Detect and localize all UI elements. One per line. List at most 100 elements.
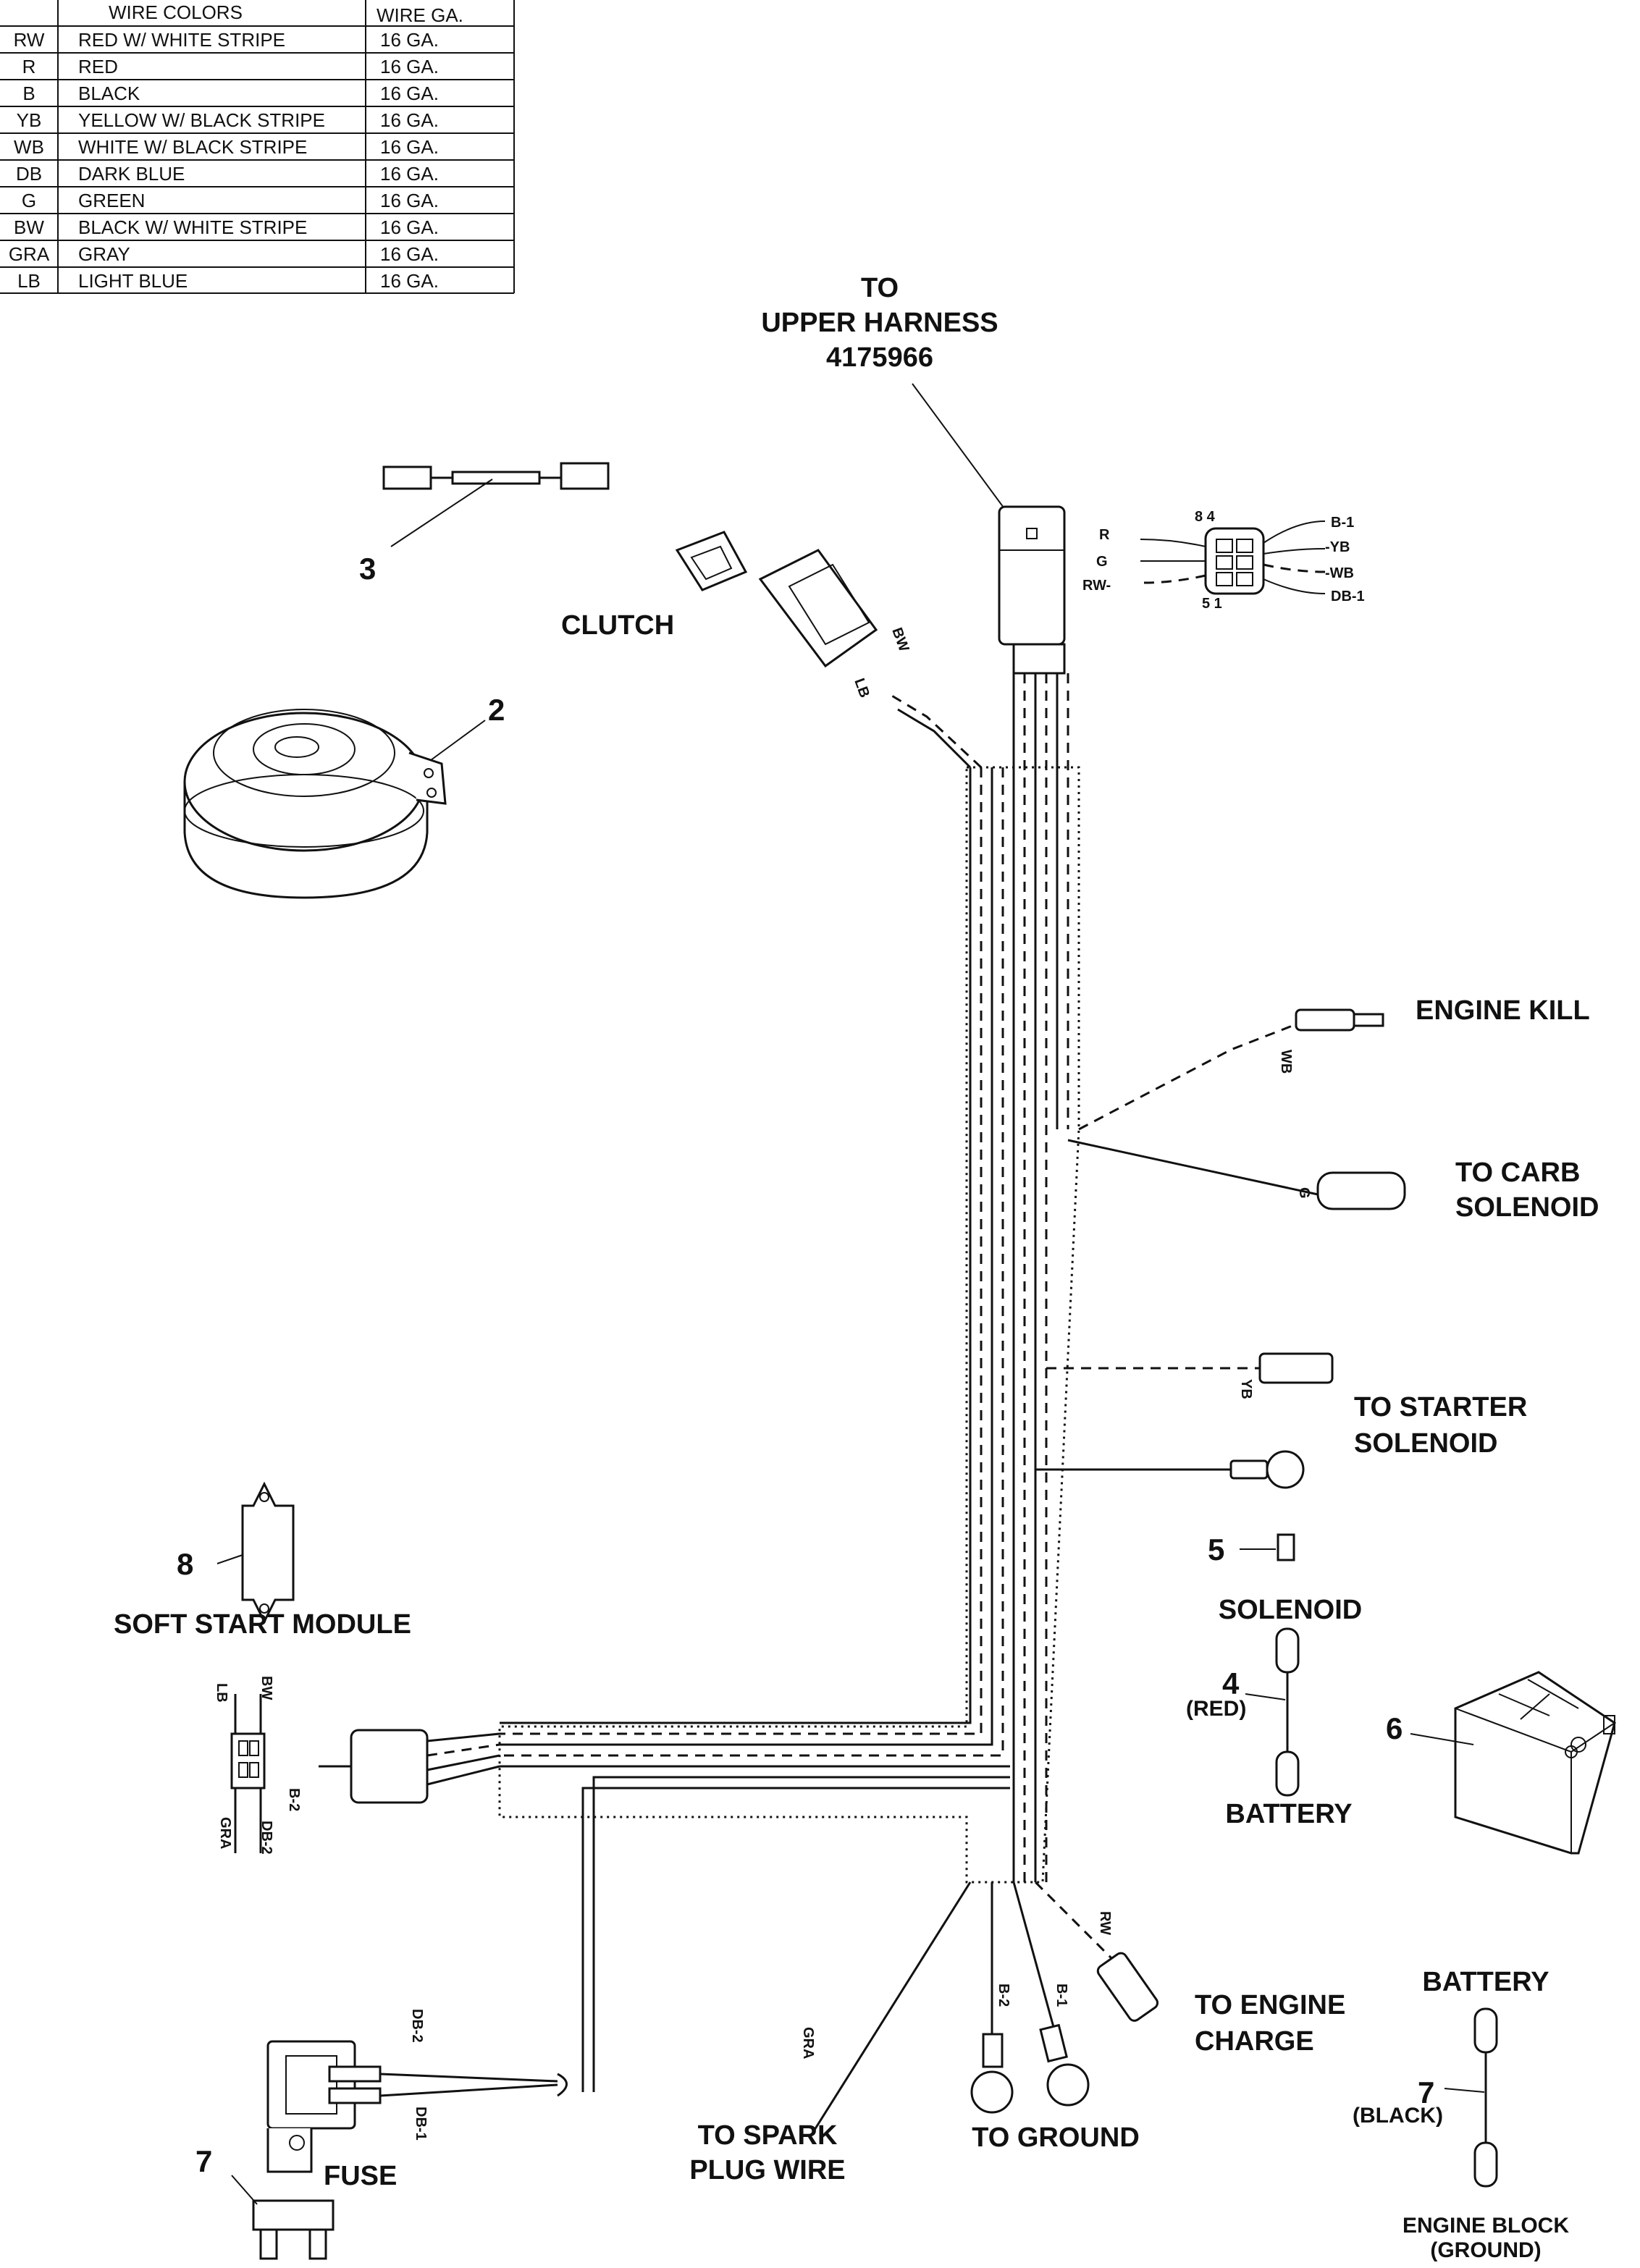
table-cell-code: GRA: [9, 243, 50, 265]
engine-charge-label-2: CHARGE: [1195, 2026, 1314, 2057]
table-cell-code: R: [22, 56, 36, 77]
callout-2: 2: [488, 693, 505, 727]
starter-label-1: TO STARTER: [1354, 1392, 1527, 1422]
table-header-gauge: WIRE GA.: [377, 4, 463, 26]
battery-label: BATTERY: [1225, 1799, 1352, 1829]
clutch-label: CLUTCH: [561, 610, 674, 641]
table-cell-gauge: 16 GA.: [380, 83, 439, 104]
wire-label-g: G: [1296, 1187, 1312, 1199]
table-cell-color: DARK BLUE: [78, 163, 185, 185]
engine-kill-label: ENGINE KILL: [1416, 995, 1590, 1026]
clutch-pulley: [183, 709, 447, 899]
table-cell-color: BLACK: [78, 83, 140, 104]
wire-label-b1-bottom: B-1: [1054, 1984, 1069, 2007]
pin-wire-db1: DB-1: [1331, 589, 1365, 604]
pin-label-51: 5 1: [1202, 596, 1222, 612]
carb-label-2: SOLENOID: [1455, 1192, 1599, 1223]
black-label: (BLACK): [1353, 2104, 1443, 2128]
table-cell-gauge: 16 GA.: [380, 56, 439, 77]
wire-label-db2-fuse: DB-2: [409, 2009, 425, 2043]
callout-7a: 7: [195, 2144, 212, 2178]
fuse-holder: [266, 2040, 568, 2173]
upper-harness-label-2: UPPER HARNESS: [761, 308, 998, 338]
wire-label-lb-top: LB: [851, 676, 872, 700]
wire-label-bw-top: BW: [888, 625, 912, 654]
wire-label-wb: WB: [1278, 1050, 1294, 1074]
table-cell-color: WHITE W/ BLACK STRIPE: [78, 136, 307, 158]
callout-3: 3: [359, 552, 376, 586]
ground-ring-b1: [1046, 2063, 1090, 2107]
callout-7b-leader: [1444, 2088, 1485, 2093]
table-cell-code: G: [22, 190, 36, 211]
table-cell-code: B: [22, 83, 35, 104]
table-cell-color: YELLOW W/ BLACK STRIPE: [78, 109, 325, 131]
charge-terminal: [1096, 1952, 1159, 2022]
engine-kill-terminal: [1295, 1008, 1384, 1032]
starter-label-2: SOLENOID: [1354, 1428, 1497, 1459]
engine-charge-label-1: TO ENGINE: [1195, 1990, 1345, 2020]
upper-harness-connector: [998, 505, 1066, 675]
battery-part: [1454, 1671, 1616, 1855]
table-cell-color: BLACK W/ WHITE STRIPE: [78, 216, 307, 238]
upper-harness-leader: [912, 383, 1014, 522]
callout-8: 8: [177, 1547, 193, 1581]
wire-label-db2-left: DB-2: [258, 1821, 274, 1855]
table-cell-gauge: 16 GA.: [380, 163, 439, 185]
charge-wire: [1034, 1881, 1124, 1970]
table-cell-gauge: 16 GA.: [380, 29, 439, 51]
solenoid-label: SOLENOID: [1219, 1595, 1362, 1625]
wire-label-db1-fuse: DB-1: [413, 2107, 429, 2141]
pin-wire-b1: B-1: [1331, 515, 1354, 531]
callout-7a-leader: [231, 2175, 258, 2205]
wire-label-gra-left: GRA: [217, 1817, 233, 1849]
table-cell-code: YB: [17, 109, 42, 131]
wire-label-rw: RW: [1097, 1911, 1113, 1935]
pin-wire-r: R: [1099, 527, 1110, 543]
table-cell-color: GREEN: [78, 190, 145, 211]
pin-wire-yb: -YB: [1325, 539, 1350, 555]
table-cell-gauge: 16 GA.: [380, 109, 439, 131]
table-cell-gauge: 16 GA.: [380, 270, 439, 292]
black-ground-cable: [1473, 2007, 1498, 2188]
battery2-label: BATTERY: [1422, 1967, 1549, 1997]
engine-block-label-1: ENGINE BLOCK: [1403, 2214, 1569, 2238]
callout-6-leader: [1410, 1733, 1474, 1745]
engine-block-label-2: (GROUND): [1430, 2238, 1541, 2262]
callout-2-leader: [430, 720, 486, 761]
table-cell-code: BW: [14, 216, 44, 238]
callout-4: 4: [1222, 1666, 1240, 1700]
red-battery-cable: [1275, 1627, 1300, 1797]
wire-label-b2-bottom: B-2: [996, 1984, 1012, 2007]
pin-wire-wb: -WB: [1325, 565, 1354, 581]
table-cell-gauge: 16 GA.: [380, 216, 439, 238]
table-cell-code: WB: [14, 136, 44, 158]
main-harness: [498, 673, 1080, 2092]
ground-wire-b1: [1012, 1881, 1055, 2028]
clutch-connector: [675, 531, 878, 668]
table-header-colors: WIRE COLORS: [109, 1, 243, 23]
blade-fuse: [252, 2199, 335, 2260]
carb-wire: [1067, 1139, 1319, 1196]
starter-terminal-yb: [1258, 1352, 1334, 1384]
wire-label-yb: YB: [1238, 1379, 1254, 1399]
wire-label-b2-left: B-2: [286, 1788, 302, 1811]
pin-wire-rw: RW-: [1082, 578, 1111, 594]
ground-crimp-b2: [982, 2033, 1004, 2068]
upper-harness-label-3: 4175966: [826, 342, 933, 373]
spark-plug-label-1: TO SPARK: [698, 2120, 838, 2151]
ring-terminal-crimp: [1229, 1459, 1269, 1480]
ground-ring-b2: [970, 2070, 1014, 2114]
spark-plug-label-2: PLUG WIRE: [689, 2155, 845, 2185]
fuse-label: FUSE: [324, 2161, 397, 2191]
pin-face-diagram: [1140, 520, 1326, 595]
engine-kill-wire: [1078, 1023, 1297, 1131]
spark-plug-wire: [810, 1881, 972, 2136]
ground-label: TO GROUND: [972, 2122, 1140, 2153]
soft-start-connector: [230, 1694, 500, 1853]
table-cell-code: DB: [16, 163, 42, 185]
table-cell-gauge: 16 GA.: [380, 136, 439, 158]
callout-7b: 7: [1418, 2075, 1434, 2109]
table-cell-color: RED W/ WHITE STRIPE: [78, 29, 285, 51]
callout-5: 5: [1208, 1533, 1224, 1567]
